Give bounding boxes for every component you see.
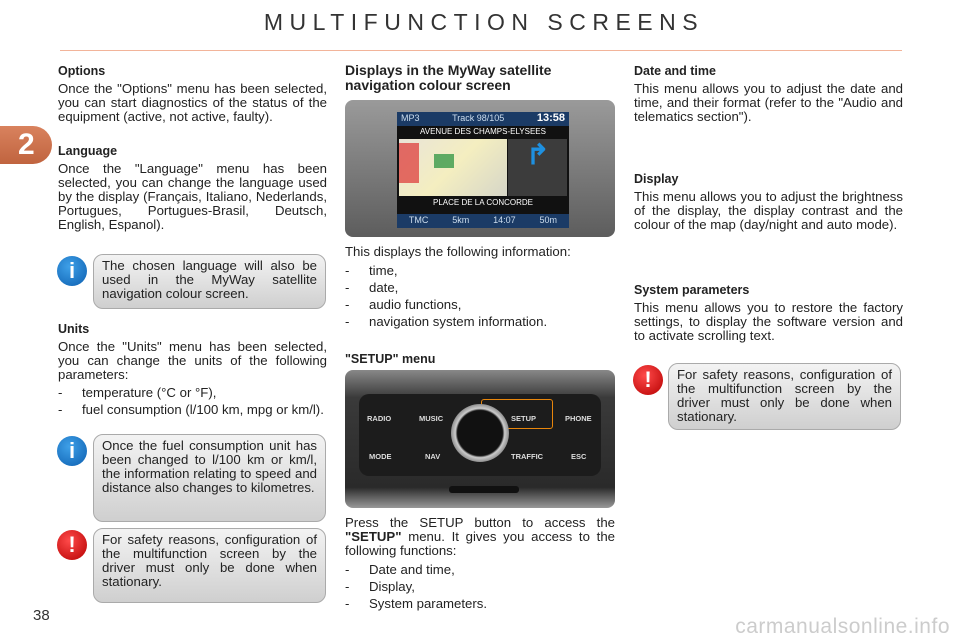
warning-note-right: For safety reasons, configuration of the… [668, 363, 901, 430]
options-heading: Options [58, 64, 106, 78]
map-view [399, 139, 507, 196]
display-intro: This displays the following information: [345, 244, 571, 259]
watermark: carmanualsonline.info [735, 615, 950, 638]
source-label: MP3 [401, 113, 420, 123]
date-text: This menu allows you to adjust the date … [634, 81, 903, 124]
music-button[interactable]: MUSIC [419, 414, 444, 423]
display-text: This menu allows you to adjust the brigh… [634, 189, 903, 232]
units-section: Units Once the "Units" menu has been sel… [58, 322, 327, 417]
setup-text: Press the SETUP button to access the [345, 515, 615, 530]
setup-section: Press the SETUP button to access the "SE… [345, 516, 615, 612]
button-panel: RADIO MUSIC SETUP PHONE MODE NAV TRAFFIC… [359, 394, 601, 476]
navigation-screen-image: MP3 Track 98/105 13:58 AVENUE DES CHAMPS… [345, 100, 615, 237]
turn-distance-label: 50m [539, 215, 558, 225]
tmc-label: TMC [408, 215, 429, 225]
list-item: time, [345, 262, 615, 279]
system-heading: System parameters [634, 283, 750, 297]
turn-indicator: ↱ [508, 139, 567, 196]
clock: 13:58 [536, 112, 565, 124]
page-title: MULTIFUNCTION SCREENS [263, 9, 705, 35]
nav-display: MP3 Track 98/105 13:58 AVENUE DES CHAMPS… [397, 112, 569, 228]
language-text: Once the "Language" menu has been select… [58, 161, 327, 232]
next-street-label: PLACE DE LA CONCORDE [432, 198, 534, 207]
traffic-button[interactable]: TRAFFIC [511, 452, 544, 461]
chapter-tab: 2 [0, 126, 52, 164]
warning-icon: ! [633, 365, 663, 395]
display-heading: Display [634, 172, 679, 186]
list-item: audio functions, [345, 296, 615, 313]
track-label: Track 98/105 [452, 113, 505, 123]
setup-heading: "SETUP" menu [345, 352, 436, 366]
warning-note-left: For safety reasons, configuration of the… [93, 528, 326, 603]
distance-label: 5km [452, 215, 470, 225]
warning-icon: ! [57, 530, 87, 560]
units-heading: Units [58, 322, 90, 336]
phone-button[interactable]: PHONE [565, 414, 592, 423]
list-item: date, [345, 279, 615, 296]
page-number: 38 [33, 607, 50, 624]
display-section: Display This menu allows you to adjust t… [634, 172, 903, 232]
setup-button[interactable]: SETUP [511, 414, 537, 423]
date-heading: Date and time [634, 64, 716, 78]
rotary-knob[interactable] [451, 404, 509, 462]
list-item: temperature (°C or °F), [58, 386, 327, 400]
cd-slot [449, 486, 519, 493]
list-item: Display, [345, 578, 615, 595]
info-icon: i [57, 436, 87, 466]
list-item: Date and time, [345, 561, 615, 578]
eta-label: 14:07 [493, 215, 516, 225]
info-note-units: Once the fuel consumption unit has been … [93, 434, 326, 522]
system-text: This menu allows you to restore the fact… [634, 300, 903, 343]
esc-button[interactable]: ESC [571, 452, 587, 461]
info-note-language: The chosen language will also be used in… [93, 254, 326, 309]
street-label: AVENUE DES CHAMPS-ELYSEES [420, 127, 546, 136]
list-item: System parameters. [345, 595, 615, 612]
setup-text-end: menu. It gives you access to the followi… [345, 529, 615, 558]
display-info-section: This displays the following information:… [345, 245, 615, 330]
radio-button[interactable]: RADIO [367, 414, 392, 423]
list-item: fuel consumption (l/100 km, mpg or km/l)… [58, 403, 327, 417]
list-item: navigation system information. [345, 313, 615, 330]
date-section: Date and time This menu allows you to ad… [634, 64, 903, 124]
units-text: Once the "Units" menu has been selected,… [58, 339, 327, 382]
language-heading: Language [58, 144, 118, 158]
system-section: System parameters This menu allows you t… [634, 283, 903, 343]
header-divider [60, 50, 902, 51]
options-text: Once the "Options" menu has been selecte… [58, 81, 327, 124]
info-icon: i [57, 256, 87, 286]
language-section: Language Once the "Language" menu has be… [58, 144, 327, 232]
setup-text-bold: "SETUP" [345, 529, 402, 544]
turn-arrow-icon: ↱ [526, 139, 550, 170]
mode-button[interactable]: MODE [369, 452, 392, 461]
options-section: Options Once the "Options" menu has been… [58, 64, 327, 124]
nav-button[interactable]: NAV [425, 452, 441, 461]
displays-heading: Displays in the MyWay satellite navigati… [345, 62, 552, 93]
setup-panel-image: RADIO MUSIC SETUP PHONE MODE NAV TRAFFIC… [345, 370, 615, 508]
